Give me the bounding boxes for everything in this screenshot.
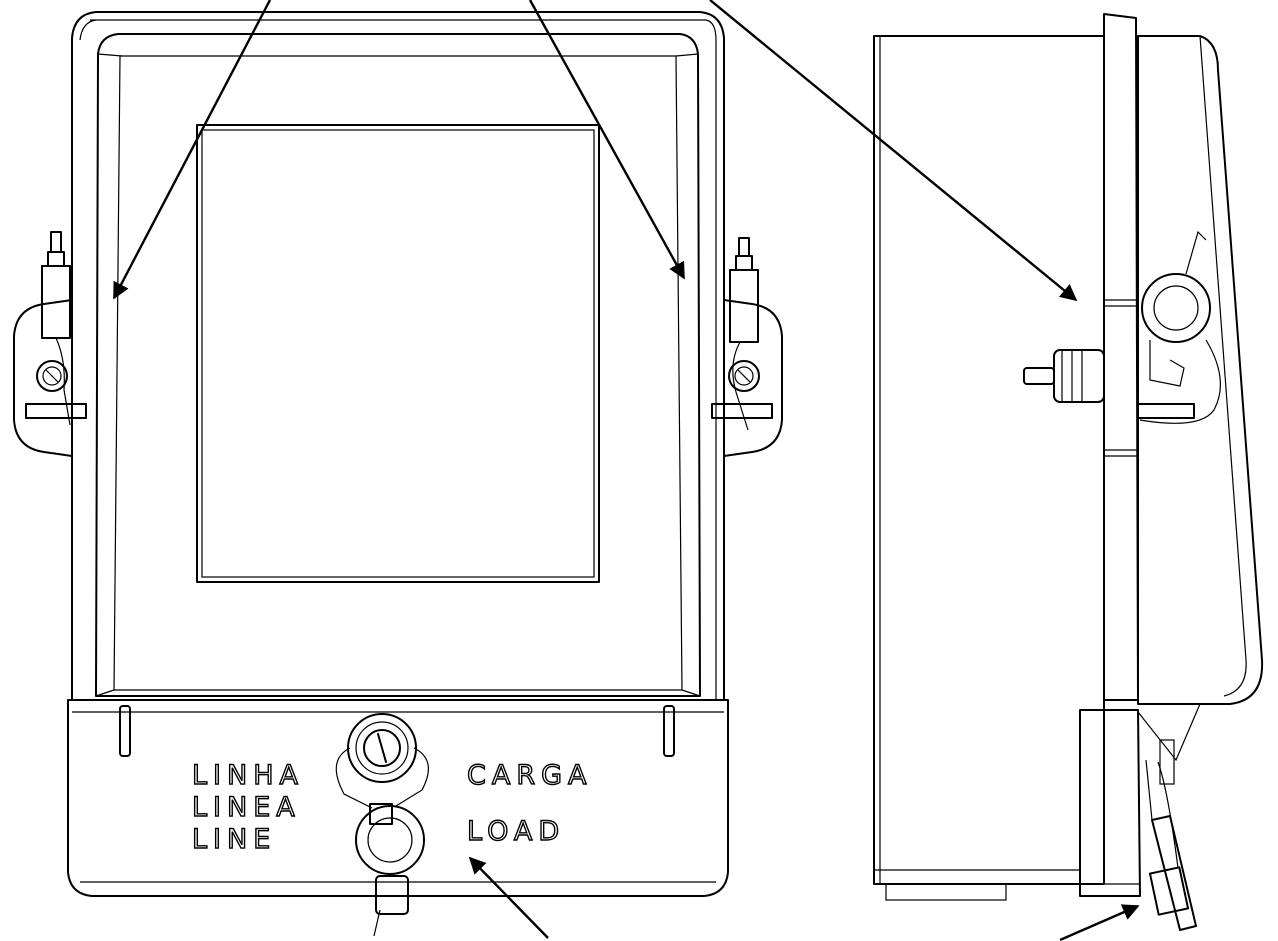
callout-arrows <box>112 0 1140 941</box>
front-view: LINHA LINEA LINE CARGA LOAD <box>13 11 783 937</box>
label-linha: LINHA <box>192 760 304 791</box>
label-line: LINE <box>192 824 276 855</box>
front-housing-outline <box>71 11 725 701</box>
arrow-to-left-cover-edge <box>112 0 272 300</box>
terminal-cover <box>67 699 729 897</box>
side-seal-icon <box>1141 273 1211 343</box>
front-cover <box>95 33 701 697</box>
left-mounting-ear <box>13 299 73 457</box>
display-window <box>196 124 600 583</box>
label-load: LOAD <box>467 816 565 847</box>
arrow-to-right-cover-edge <box>528 0 686 280</box>
right-mounting-ear <box>723 299 783 457</box>
label-linea: LINEA <box>192 792 301 823</box>
side-mounting-plate <box>1103 13 1139 701</box>
label-carga: CARGA <box>467 760 592 791</box>
terminal-cover-screw-icon <box>335 713 429 937</box>
arrow-to-side-plate <box>709 0 1078 302</box>
right-seal-icon <box>711 237 773 431</box>
arrow-to-cover-seal <box>468 856 549 939</box>
arrow-to-bottom-seal <box>1059 904 1140 941</box>
side-view <box>873 13 1264 931</box>
left-seal-icon <box>25 231 87 426</box>
side-terminal-block <box>1079 709 1141 897</box>
side-cover <box>1137 35 1264 705</box>
